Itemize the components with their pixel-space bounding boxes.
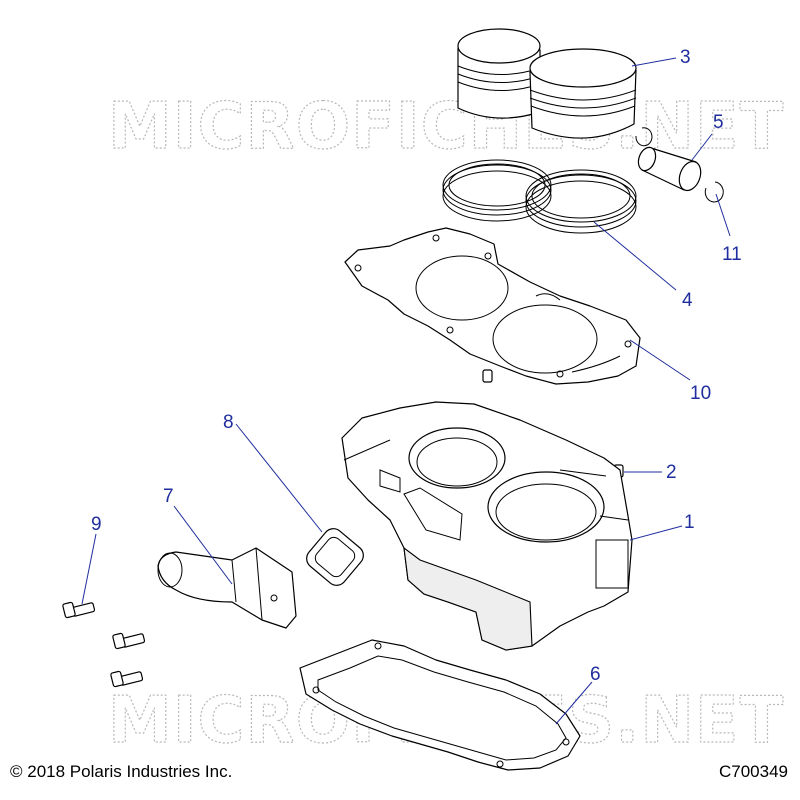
dowel-pin-upper <box>482 369 493 383</box>
callout-2: 2 <box>666 462 677 483</box>
screw-2 <box>112 632 146 650</box>
leader-lines <box>81 57 731 725</box>
callout-11: 11 <box>722 244 742 265</box>
diagram-code: C700349 <box>718 762 788 781</box>
screw-3 <box>110 670 144 688</box>
callout-5: 5 <box>713 112 724 133</box>
screw-1 <box>62 601 96 619</box>
callout-4: 4 <box>682 290 693 311</box>
callout-1: 1 <box>684 512 695 533</box>
copyright-notice: © 2018 Polaris Industries Inc. <box>10 762 233 781</box>
callout-3: 3 <box>680 47 691 68</box>
wrist-pin <box>637 146 702 192</box>
outlet-seal <box>306 528 364 586</box>
piston-right <box>529 48 637 139</box>
base-gasket <box>299 639 581 771</box>
callout-7: 7 <box>163 486 174 507</box>
head-gasket <box>344 227 641 385</box>
watermark-top: MICROFICHES.NET <box>108 90 784 164</box>
piston-pin-clip-left <box>635 127 653 147</box>
callout-9: 9 <box>91 514 102 535</box>
callout-8: 8 <box>223 412 234 433</box>
piston-pin-clip-right <box>704 181 724 203</box>
water-outlet-elbow <box>157 547 297 629</box>
piston-ring-set-left <box>442 159 552 222</box>
cylinder-block <box>341 401 633 651</box>
piston-left <box>457 28 541 119</box>
callout-6: 6 <box>590 664 601 685</box>
piston-ring-set-right <box>525 169 637 234</box>
callout-10: 10 <box>690 383 711 404</box>
